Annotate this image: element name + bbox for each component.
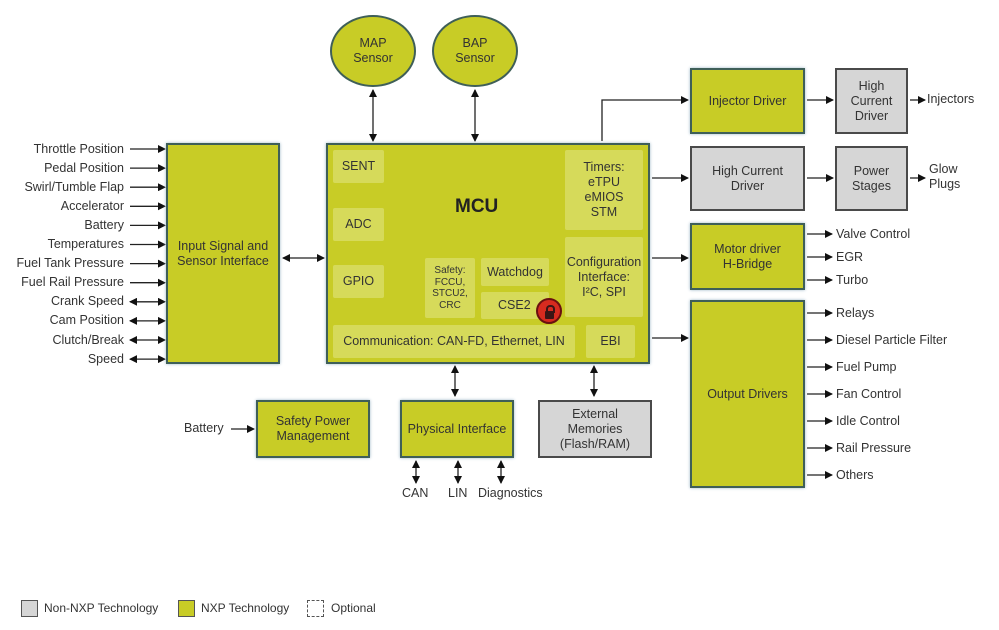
injector-driver-block: Injector Driver: [690, 68, 805, 134]
driver-output-label: Relays: [836, 305, 875, 320]
block-label: External: [572, 406, 618, 421]
block-label: Input Signal and: [177, 238, 269, 253]
safety-label: Safety:: [434, 265, 466, 276]
input-signal-label: Cam Position: [49, 313, 124, 328]
timers-label: eTPU: [588, 175, 620, 189]
config-label: I²C, SPI: [582, 284, 626, 299]
sensor-label: MAP: [359, 36, 387, 50]
block-label: Safety Power: [275, 414, 351, 428]
legend-swatch-nxp: [178, 600, 195, 617]
config-label: Interface:: [577, 269, 631, 284]
block-label: H-Bridge: [722, 256, 773, 271]
safety-module: Safety:FCCU,STCU2,CRC: [425, 258, 475, 318]
sensor-label: Sensor: [353, 51, 393, 65]
communication-module: Communication: CAN-FD, Ethernet, LIN: [333, 325, 575, 358]
adc-module: ADC: [333, 208, 384, 241]
block-label: Management: [276, 429, 350, 443]
driver-output-label: Fan Control: [836, 386, 902, 401]
cse2-label: CSE2: [498, 298, 531, 312]
sent-module: SENT: [333, 150, 384, 183]
timers-label: eMIOS: [584, 190, 624, 204]
block-label: High Current: [712, 163, 783, 178]
legend-label-non-nxp: Non-NXP Technology: [44, 601, 159, 615]
input-signal-label: Speed: [87, 351, 124, 366]
timers-injector-wire: [601, 96, 689, 141]
driver-output-label: Fuel Pump: [836, 359, 897, 374]
legend-label-nxp: NXP Technology: [201, 601, 290, 615]
mcu-title: MCU: [455, 196, 499, 217]
input-signal-label: Swirl/Tumble Flap: [24, 179, 124, 194]
can-label: CAN: [402, 486, 429, 500]
block-label: Stages: [852, 178, 891, 193]
block-label: Sensor Interface: [177, 253, 269, 268]
driver-output-label: Others: [836, 467, 874, 482]
output-drivers-block: Output Drivers: [690, 300, 805, 488]
block-label: High: [858, 78, 885, 93]
motor-output-label: Valve Control: [836, 226, 911, 241]
input-signal-label: Fuel Tank Pressure: [16, 256, 124, 271]
lin-label: LIN: [448, 486, 468, 500]
physical-interface-block: Physical Interface: [400, 400, 514, 458]
legend-label-optional: Optional: [331, 601, 376, 615]
block-label: Memories: [567, 421, 623, 436]
sensor-label: Sensor: [455, 51, 495, 65]
block-label: Power: [853, 163, 890, 178]
gpio-module: GPIO: [333, 265, 384, 298]
config-label: Configuration: [566, 254, 642, 269]
block-label: Current: [850, 93, 893, 108]
safety-label: STCU2,: [432, 288, 468, 299]
lock-icon: [536, 298, 562, 324]
input-signal-label: Throttle Position: [33, 141, 124, 156]
input-signal-label: Battery: [84, 217, 124, 232]
glow-label: Plugs: [929, 177, 961, 191]
driver-output-label: Diesel Particle Filter: [836, 332, 948, 347]
input-signal-label: Fuel Rail Pressure: [21, 275, 124, 290]
glow-label: Glow: [929, 162, 958, 176]
block-label: Driver: [730, 178, 765, 193]
input-signal-label: Crank Speed: [51, 294, 124, 309]
timers-label: Timers:: [583, 160, 625, 174]
motor-output-label: Turbo: [836, 272, 869, 287]
input-signal-label: Clutch/Break: [52, 332, 124, 347]
block-label: Driver: [854, 108, 889, 123]
legend-swatch-optional: [307, 600, 324, 617]
driver-output-label: Idle Control: [836, 413, 900, 428]
safety-label: CRC: [439, 299, 461, 311]
watchdog-module: Watchdog: [481, 258, 549, 286]
timers-label: STM: [590, 205, 618, 219]
driver-output-label: Rail Pressure: [836, 440, 912, 455]
safety-label: FCCU,: [434, 276, 466, 288]
motor-output-label: EGR: [836, 249, 864, 264]
block-label: Motor driver: [714, 241, 781, 256]
sensor-label: BAP: [462, 36, 488, 50]
input-signal-label: Temperatures: [47, 237, 124, 251]
legend-swatch-non-nxp: [21, 600, 38, 617]
block-label: (Flash/RAM): [559, 436, 631, 451]
battery-input-label: Battery: [184, 421, 224, 435]
ebi-module: EBI: [586, 325, 635, 358]
input-signal-label: Accelerator: [60, 198, 124, 213]
injectors-label: Injectors: [927, 92, 975, 106]
input-signal-label: Pedal Position: [44, 160, 124, 175]
diagnostics-label: Diagnostics: [478, 486, 543, 500]
